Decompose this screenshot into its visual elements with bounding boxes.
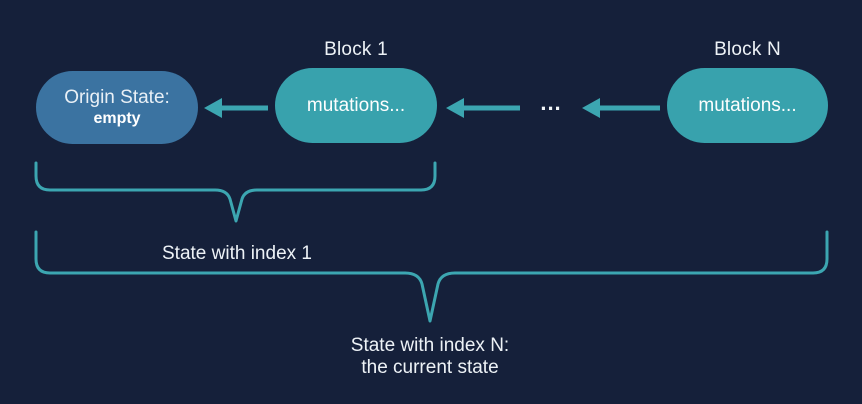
arrow-block1-to-origin [204, 98, 268, 118]
block-n-pill-label: mutations... [698, 94, 797, 116]
block-n-label: Block N [714, 39, 781, 60]
origin-state-pill: Origin State: empty [36, 71, 198, 144]
brace-state-index-1 [34, 161, 437, 223]
block-1-pill: mutations... [275, 68, 437, 143]
block-1-pill-label: mutations... [306, 94, 406, 116]
state-index-n-label-line1: State with index N: [350, 335, 510, 356]
state-index-1-label: State with index 1 [162, 243, 312, 264]
origin-state-value: empty [93, 110, 141, 127]
state-index-n-label-line2: the current state [361, 357, 499, 378]
block-n-pill: mutations... [667, 68, 828, 143]
block-1-label: Block 1 [324, 39, 388, 60]
state-index-n-label: State with index N: the current state [230, 335, 630, 379]
left-arrowhead-icon [582, 98, 600, 118]
origin-state-title: Origin State: [64, 87, 170, 108]
arrow-ellipsis-to-block1 [446, 98, 520, 118]
ellipsis-label: ... [540, 90, 562, 115]
left-arrowhead-icon [446, 98, 464, 118]
left-arrowhead-icon [204, 98, 222, 118]
arrow-blockn-to-ellipsis [582, 98, 660, 118]
